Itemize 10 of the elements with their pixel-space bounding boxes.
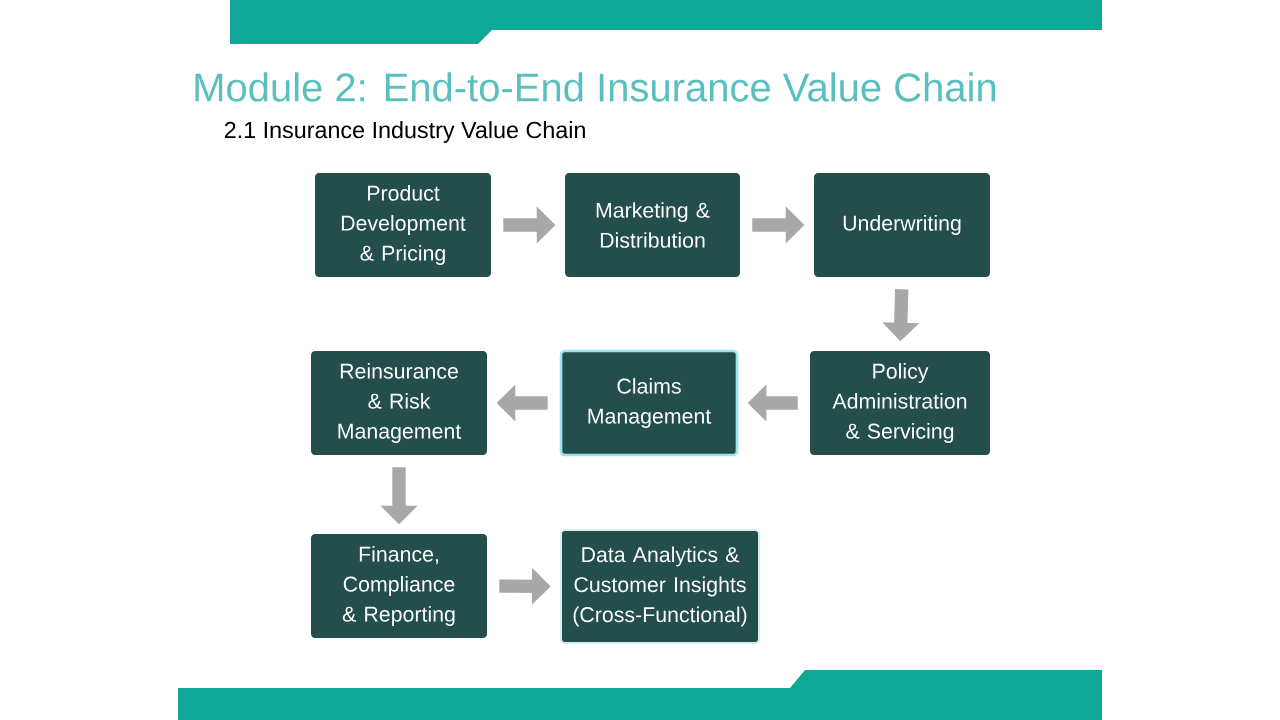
process-box: Product Development & Pricing xyxy=(315,173,491,277)
process-box: Underwriting xyxy=(814,173,990,277)
slide-title: Module 2: End-to-End Insurance Value Chain xyxy=(195,72,996,102)
subtitle: 2.1 Insurance Industry Value Chain xyxy=(224,121,585,143)
process-box: Reinsurance & Risk Management xyxy=(311,351,487,455)
process-box: Claims Management xyxy=(559,349,739,457)
process-box: Data Analytics & Customer Insights (Cross-Functional) xyxy=(560,528,760,645)
process-box: Finance, Compliance & Reporting xyxy=(311,534,487,638)
process-box: Marketing & Distribution xyxy=(565,173,740,277)
process-box: Policy Administration & Servicing xyxy=(810,351,990,455)
